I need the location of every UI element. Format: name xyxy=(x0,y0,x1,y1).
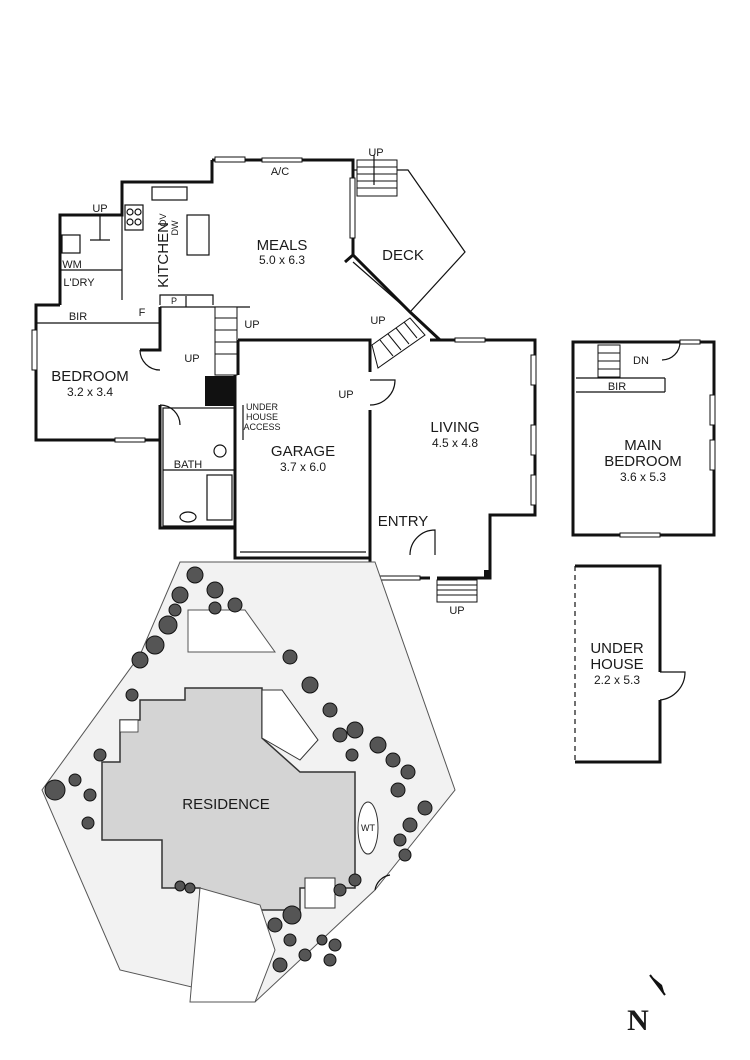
stair-up-entry: UP xyxy=(449,605,464,617)
wm-label: WM xyxy=(62,259,82,271)
stairs-deck xyxy=(356,155,398,197)
main-bir-label: BIR xyxy=(608,381,626,393)
garage-label: GARAGE xyxy=(271,443,335,460)
bedroom-label: BEDROOM xyxy=(51,368,129,385)
doors xyxy=(139,349,436,556)
stair-up-garage: UP xyxy=(338,389,353,401)
f-label: F xyxy=(139,307,146,319)
main-bedroom-size: 3.6 x 5.3 xyxy=(620,470,666,484)
underhouse-access-line3: ACCESS xyxy=(243,422,280,432)
meals-label: MEALS xyxy=(257,237,308,254)
kitchen-fixtures xyxy=(61,186,233,523)
under-house-line2: HOUSE xyxy=(590,656,643,673)
meals-size: 5.0 x 6.3 xyxy=(259,253,305,267)
under-house-walls xyxy=(574,564,686,764)
main-bedroom-line1: MAIN xyxy=(624,437,662,454)
main-bedroom-line2: BEDROOM xyxy=(604,453,682,470)
main-floor-walls xyxy=(34,158,537,580)
garage-size: 3.7 x 6.0 xyxy=(280,460,326,474)
deck-label: DECK xyxy=(382,247,424,264)
stair-up-laundry: UP xyxy=(92,203,107,215)
main-bedroom-walls xyxy=(571,339,716,538)
p-label: P xyxy=(171,296,177,306)
north-arrow xyxy=(649,974,666,996)
ac-label: A/C xyxy=(271,166,289,178)
water-tank-label: WT xyxy=(361,823,375,833)
laundry-label: L'DRY xyxy=(63,277,95,289)
under-house-size: 2.2 x 5.3 xyxy=(594,673,640,687)
stair-up-deck: UP xyxy=(368,147,383,159)
dishwasher-label: DW xyxy=(170,220,180,235)
stair-up-hall: UP xyxy=(244,319,259,331)
bir-label: BIR xyxy=(69,311,87,323)
stairs-entry xyxy=(436,570,490,603)
stair-down-main-bedroom: DN xyxy=(633,355,649,367)
living-size: 4.5 x 4.8 xyxy=(432,436,478,450)
bath-label: BATH xyxy=(174,459,203,471)
site-plan xyxy=(41,561,456,1003)
bedroom-size: 3.2 x 3.4 xyxy=(67,385,113,399)
stairs-laundry xyxy=(90,215,110,241)
underhouse-access-line1: UNDER xyxy=(246,402,279,412)
oven-label: OV xyxy=(158,213,168,226)
living-label: LIVING xyxy=(430,419,479,436)
under-house-line1: UNDER xyxy=(590,640,644,657)
windows xyxy=(31,156,537,581)
stair-up-bedroom: UP xyxy=(184,353,199,365)
kitchen-label: KITCHEN xyxy=(155,222,172,288)
stair-up-living: UP xyxy=(370,315,385,327)
entry-label: ENTRY xyxy=(378,513,429,530)
underhouse-access-line2: HOUSE xyxy=(246,412,278,422)
north-label: N xyxy=(627,1004,649,1037)
trees xyxy=(44,566,433,973)
stairs-living xyxy=(371,317,426,369)
stairs-hall xyxy=(205,306,238,406)
residence-label: RESIDENCE xyxy=(182,796,270,813)
